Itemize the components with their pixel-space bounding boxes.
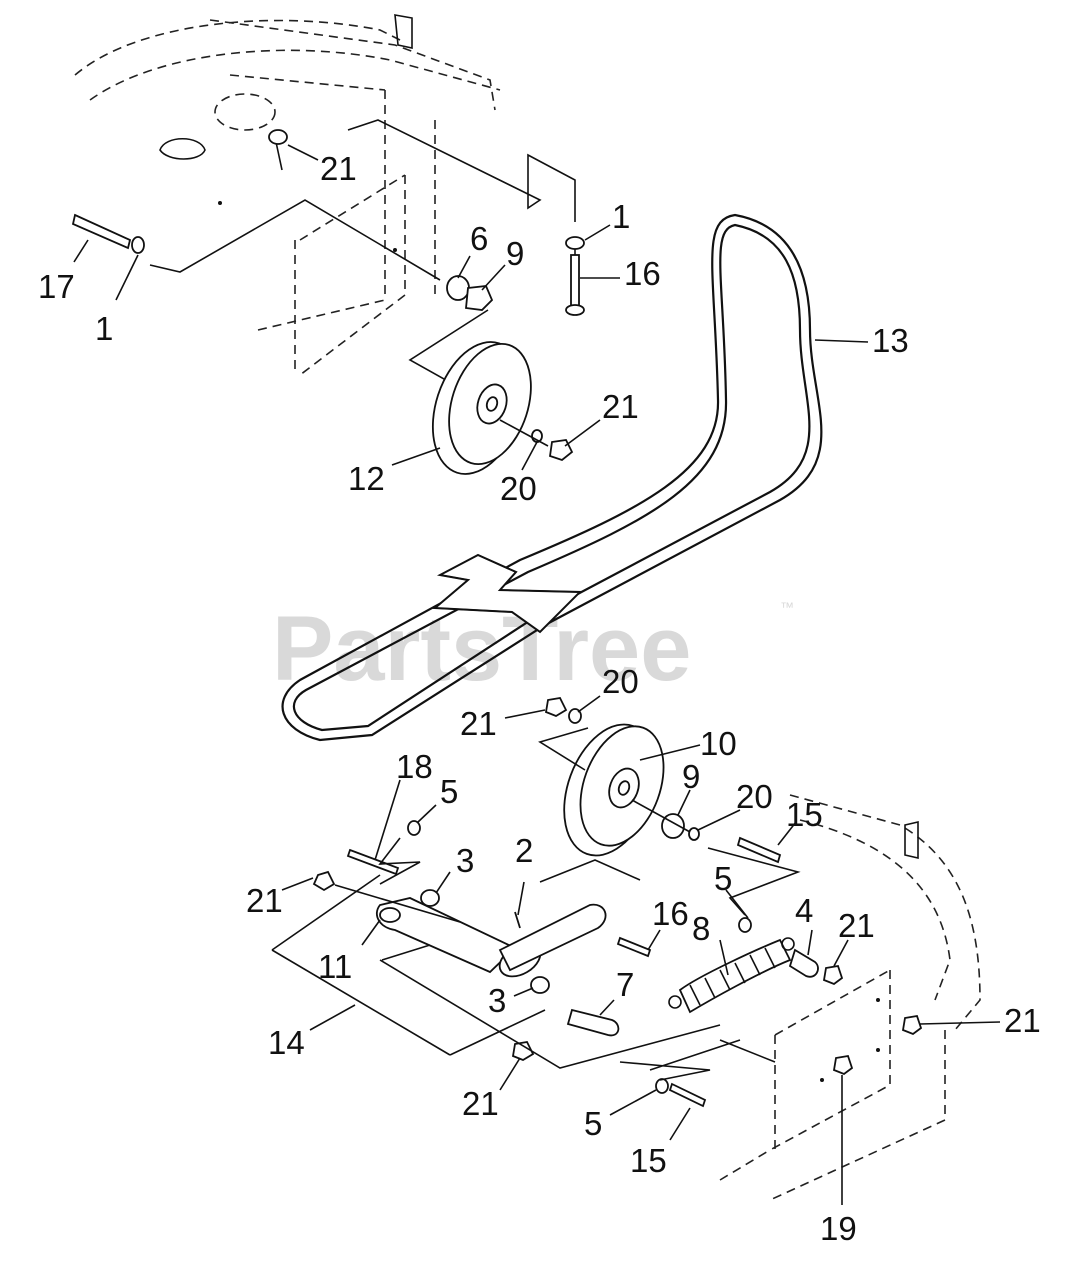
pulley-10-icon: [563, 723, 665, 857]
callout-1: 1: [612, 198, 630, 235]
callout-9: 9: [506, 235, 524, 272]
callout-15: 15: [630, 1142, 667, 1179]
washer-20-right-icon: [688, 827, 700, 841]
callout-3: 3: [488, 982, 506, 1019]
callout-21: 21: [460, 705, 497, 742]
callout-21: 21: [838, 907, 875, 944]
belt-13-icon: [281, 213, 823, 742]
nut-19-icon: [832, 1054, 854, 1076]
callout-19: 19: [820, 1210, 857, 1247]
spacer-6-icon: [446, 275, 470, 301]
callout-15: 15: [786, 796, 823, 833]
spring-8-icon: [668, 937, 795, 1014]
callout-10: 10: [700, 725, 737, 762]
spacer-9-top-icon: [465, 285, 494, 311]
leader-lines: [73, 144, 1001, 1205]
nut-21-left-icon: [312, 870, 336, 892]
callout-8: 8: [692, 910, 710, 947]
lower-frame: [719, 794, 981, 1201]
callout-13: 13: [872, 322, 909, 359]
callout-12: 12: [348, 460, 385, 497]
callout-5: 5: [714, 860, 732, 897]
watermark: PartsTree: [272, 598, 691, 700]
callout-3: 3: [456, 842, 474, 879]
upper-hardware: [71, 129, 585, 475]
upper-frame: [74, 14, 576, 399]
callout-16: 16: [624, 255, 661, 292]
bolt-18-icon: [346, 848, 400, 876]
bushing-3-lower-icon: [530, 976, 550, 994]
washer-5-mid-icon: [738, 917, 752, 933]
nut-21-frame-icon: [901, 1014, 923, 1036]
pin-2-icon: [514, 911, 521, 929]
callout-21: 21: [246, 882, 283, 919]
spacer-7-icon: [566, 1008, 620, 1037]
nut-21-top-icon: [268, 129, 288, 145]
bolt-16-top-icon: [570, 254, 580, 308]
callout-7: 7: [616, 966, 634, 1003]
bolt-15-top-icon: [736, 836, 782, 864]
callout-5: 5: [440, 773, 458, 810]
washer-5-bottom-icon: [655, 1078, 669, 1094]
callout-5: 5: [584, 1105, 602, 1142]
callout-6: 6: [470, 220, 488, 257]
callout-17: 17: [38, 268, 75, 305]
callout-20: 20: [500, 470, 537, 507]
callout-20: 20: [736, 778, 773, 815]
nut-21-bottom-icon: [511, 1041, 535, 1062]
callout-21: 21: [1004, 1002, 1041, 1039]
idler-arm-14-icon: [375, 897, 607, 978]
pulley-12-icon: [431, 341, 532, 475]
nut-21-lower-icon: [544, 697, 568, 718]
callout-20: 20: [602, 663, 639, 700]
callout-21: 21: [320, 150, 357, 187]
bolt-16-lower-icon: [616, 936, 652, 958]
callout-labels: 21 17 1 6 9 1 16 13 21 12 20 20 21 10 18…: [38, 150, 1041, 1247]
callout-9: 9: [682, 758, 700, 795]
callout-18: 18: [396, 748, 433, 785]
bushing-3-top-icon: [420, 889, 440, 907]
callout-21: 21: [462, 1085, 499, 1122]
spacer-4-icon: [788, 948, 819, 978]
washer-1-left-icon: [131, 236, 145, 254]
washer-20-lower-icon: [568, 708, 582, 724]
callout-4: 4: [795, 892, 813, 929]
callout-21: 21: [602, 388, 639, 425]
callout-14: 14: [268, 1024, 305, 1061]
assembly-lines: [271, 837, 801, 1081]
bolt-15-bottom-icon: [668, 1082, 707, 1108]
nut-21-spring-icon: [822, 964, 844, 986]
callout-11: 11: [318, 948, 352, 985]
bolt-17-icon: [71, 213, 132, 250]
callout-1: 1: [95, 310, 113, 347]
watermark-trademark: ™: [780, 599, 794, 615]
callout-16: 16: [652, 895, 689, 932]
washer-5-top-icon: [407, 820, 421, 836]
callout-2: 2: [515, 832, 533, 869]
washer-1-right-icon: [565, 236, 585, 250]
